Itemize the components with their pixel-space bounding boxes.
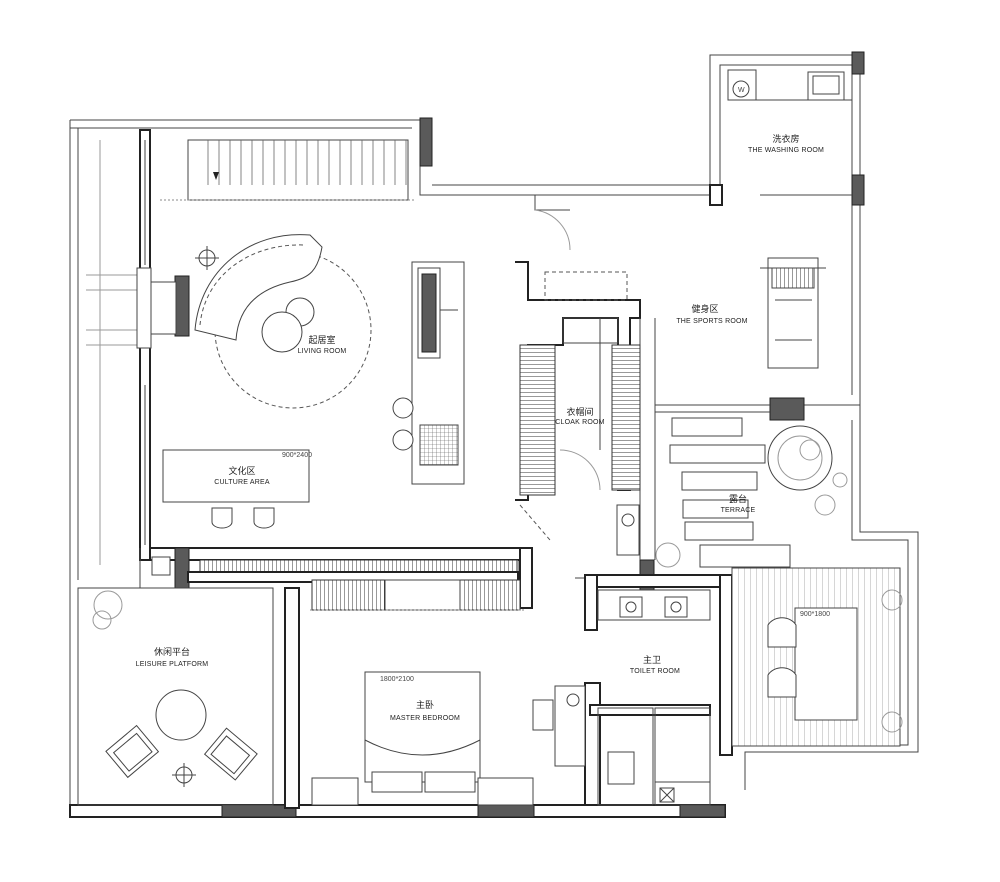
leisure-platform-label-en: LEISURE PLATFORM [136,661,209,668]
plant-icon [655,472,848,568]
treadmill-icon [760,257,826,369]
sports-room-label-cn: 健身区 [691,303,718,315]
interior-walls [139,184,852,809]
culture-table-dimension: 900*2400 [282,452,312,459]
leisure-platform: 休闲平台 LEISURE PLATFORM [77,587,274,806]
culture-area-label-cn: 文化区 [228,465,255,477]
living-room: 起居室 LIVING ROOM [136,199,415,409]
culture-area: 900*2400 文化区 CULTURE AREA [162,449,312,529]
toilet-room: 主卫 TOILET ROOM [597,589,711,806]
arrow-down-icon [213,172,219,180]
plant-icon [92,590,123,630]
terrace-label-cn: 露台 [729,493,747,505]
washing-room-label-cn: 洗衣房 [772,133,799,145]
living-room-label-en: LIVING ROOM [298,348,347,355]
cloak-room-label-cn: 衣帽间 [566,406,593,418]
living-room-label-cn: 起居室 [308,334,335,346]
sports-room: 健身区 THE SPORTS ROOM [534,209,826,369]
bed-dimension: 1800*2100 [380,676,414,683]
cloak-room-label-en: CLOAK ROOM [555,419,604,426]
terrace-table-dimension: 900*1800 [800,611,830,618]
dining-chair [211,507,275,529]
washing-room-label-en: THE WASHING ROOM [748,147,824,154]
toilet-room-label-cn: 主卫 [643,654,661,666]
terrace-label-en: TERRACE [721,507,756,514]
master-bedroom-label-cn: 主卧 [416,699,434,711]
staircase [187,139,409,201]
culture-area-label-en: CULTURE AREA [214,479,270,486]
washer-icon [732,80,750,98]
svg-text:W: W [738,87,745,94]
kitchen-island [392,261,465,485]
master-bedroom: 1800*2100 主卧 MASTER BEDROOM [310,579,586,806]
tree-icon [767,425,833,491]
leisure-platform-label-cn: 休闲平台 [154,646,190,658]
terrace: 露台 TERRACE 900*1800 [655,417,903,747]
shrub-icon [881,589,903,733]
floor-lamp-icon [195,246,219,270]
sports-room-label-en: THE SPORTS ROOM [676,318,747,325]
washing-room: W 洗衣房 THE WASHING ROOM [727,69,852,154]
toilet-room-label-en: TOILET ROOM [630,668,680,675]
master-bedroom-label-en: MASTER BEDROOM [390,715,460,722]
cloak-room: 衣帽间 CLOAK ROOM [519,317,641,556]
